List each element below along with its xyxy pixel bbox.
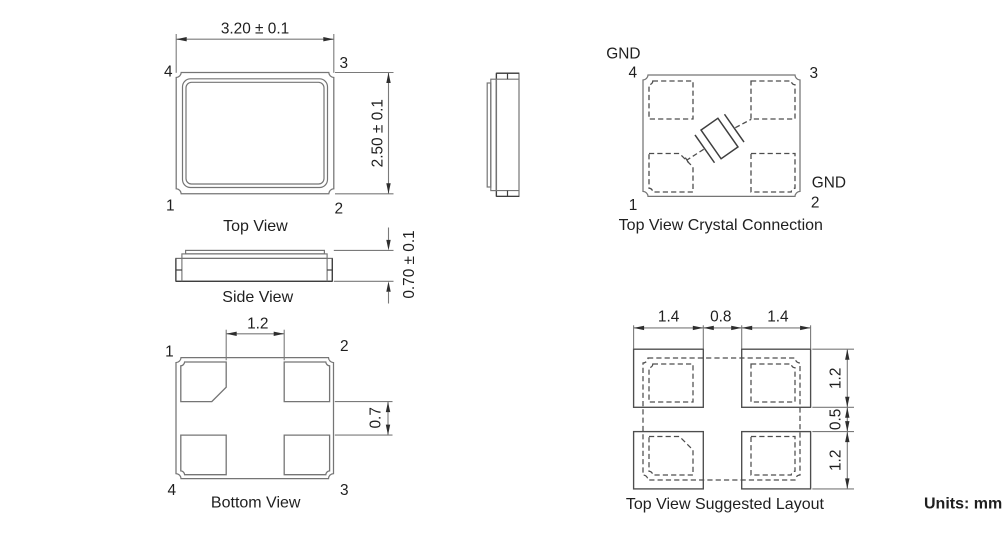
svg-text:1.2: 1.2 (247, 315, 268, 332)
svg-text:0.5: 0.5 (827, 409, 844, 430)
svg-text:Units: mm: Units: mm (924, 496, 1002, 513)
svg-text:0.7: 0.7 (368, 407, 385, 428)
svg-text:2.50 ± 0.1: 2.50 ± 0.1 (370, 99, 387, 167)
svg-text:2: 2 (811, 195, 820, 212)
svg-text:Top View: Top View (223, 218, 288, 235)
svg-text:2: 2 (340, 338, 349, 355)
svg-text:1.2: 1.2 (827, 450, 844, 471)
svg-text:1: 1 (166, 198, 175, 215)
svg-text:4: 4 (628, 64, 637, 81)
svg-text:1: 1 (165, 344, 174, 361)
svg-text:1: 1 (629, 197, 638, 214)
svg-text:4: 4 (167, 482, 176, 499)
svg-text:0.70 ± 0.1: 0.70 ± 0.1 (401, 230, 418, 298)
svg-text:1.4: 1.4 (658, 309, 680, 326)
svg-text:3.20 ± 0.1: 3.20 ± 0.1 (221, 20, 289, 37)
svg-text:3: 3 (810, 65, 819, 82)
svg-text:Top View Crystal Connection: Top View Crystal Connection (619, 217, 823, 234)
svg-text:3: 3 (340, 55, 349, 72)
svg-text:Side View: Side View (222, 289, 293, 306)
svg-text:2: 2 (335, 200, 344, 217)
svg-text:1.2: 1.2 (827, 368, 844, 389)
svg-text:0.8: 0.8 (710, 309, 731, 326)
svg-text:1.4: 1.4 (767, 309, 789, 326)
svg-text:Bottom View: Bottom View (211, 495, 301, 512)
svg-text:4: 4 (164, 63, 173, 80)
svg-text:3: 3 (340, 482, 349, 499)
svg-text:GND: GND (606, 46, 640, 63)
svg-text:Top View Suggested Layout: Top View Suggested Layout (626, 496, 825, 513)
svg-text:GND: GND (812, 174, 846, 191)
